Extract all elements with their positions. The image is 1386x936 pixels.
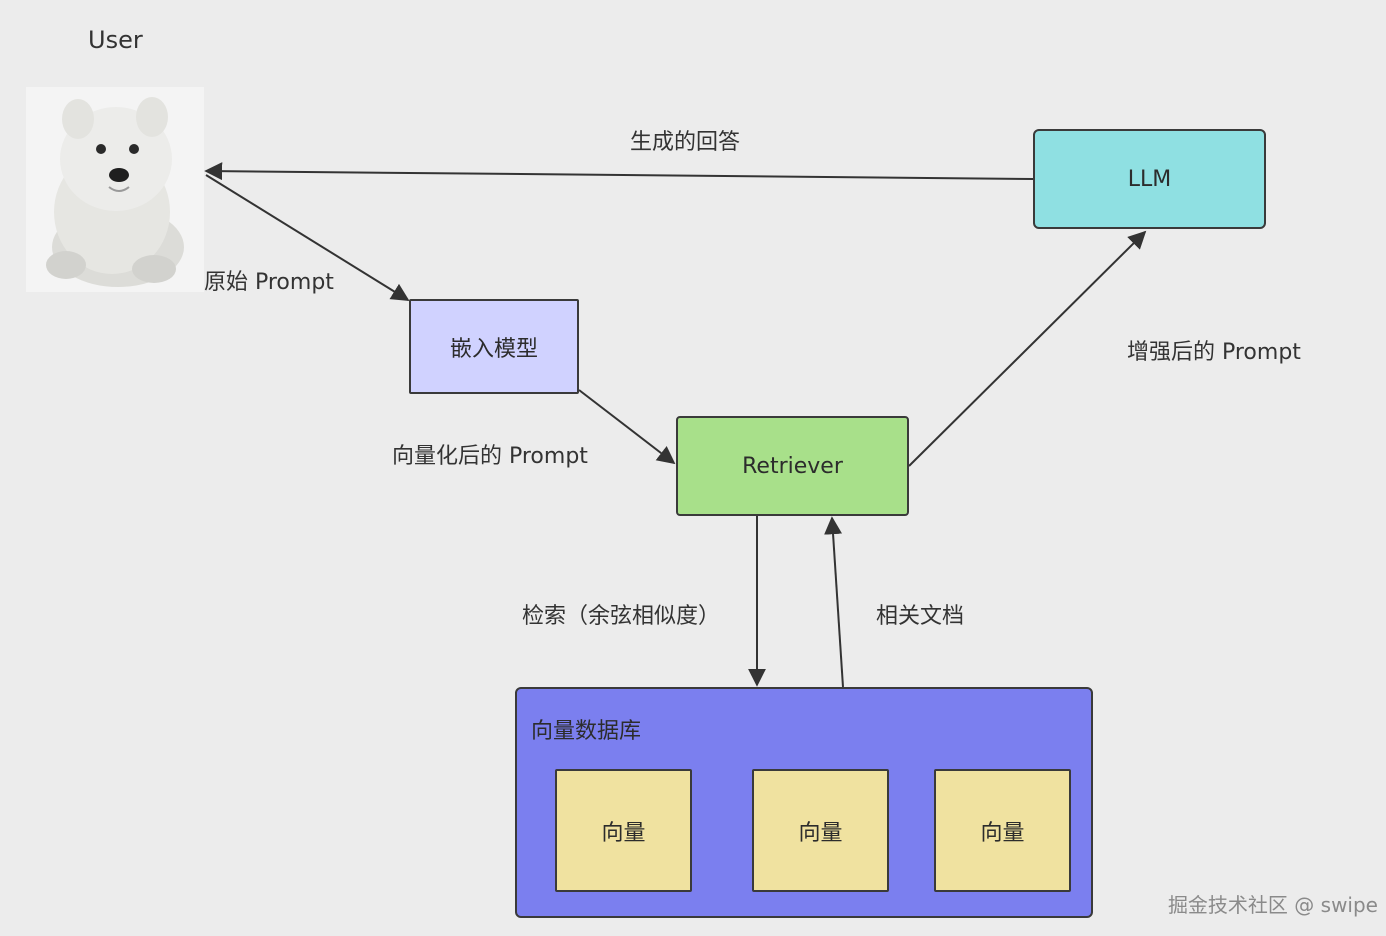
retrieval-label: 检索（余弦相似度） (522, 604, 721, 629)
llm-label: LLM (1127, 166, 1172, 192)
vector-item-label: 向量 (980, 820, 1025, 846)
retriever-node: Retriever (676, 416, 909, 516)
arrow-retriever-to-llm (908, 230, 1147, 467)
vector-item: 向量 (752, 769, 889, 892)
generated-answer-label: 生成的回答 (630, 130, 741, 155)
embedding-model-label: 嵌入模型 (449, 336, 538, 362)
vector-db-label: 向量数据库 (531, 719, 642, 744)
arrow-user-to-embedding (205, 174, 410, 301)
embedding-model-node: 嵌入模型 (409, 299, 579, 394)
vector-item: 向量 (555, 769, 692, 892)
augmented-prompt-label: 增强后的 Prompt (1127, 340, 1301, 365)
arrow-vectordb-to-retriever (824, 516, 844, 688)
watermark: 掘金技术社区 @ swipe (1167, 893, 1378, 917)
arrow-llm-to-user (204, 162, 1034, 181)
user-label: User (88, 26, 143, 54)
vector-item-label: 向量 (601, 820, 646, 846)
vector-item-label: 向量 (798, 820, 843, 846)
dog-avatar-icon (26, 87, 204, 292)
vector-db-node: 向量数据库 向量 向量 向量 (515, 687, 1093, 918)
raw-prompt-label: 原始 Prompt (204, 270, 334, 295)
vector-item: 向量 (934, 769, 1071, 892)
vectorized-prompt-label: 向量化后的 Prompt (392, 444, 588, 469)
related-docs-label: 相关文档 (876, 604, 965, 629)
arrow-embedding-to-retriever (578, 389, 676, 465)
retriever-label: Retriever (742, 453, 843, 479)
llm-node: LLM (1033, 129, 1266, 229)
